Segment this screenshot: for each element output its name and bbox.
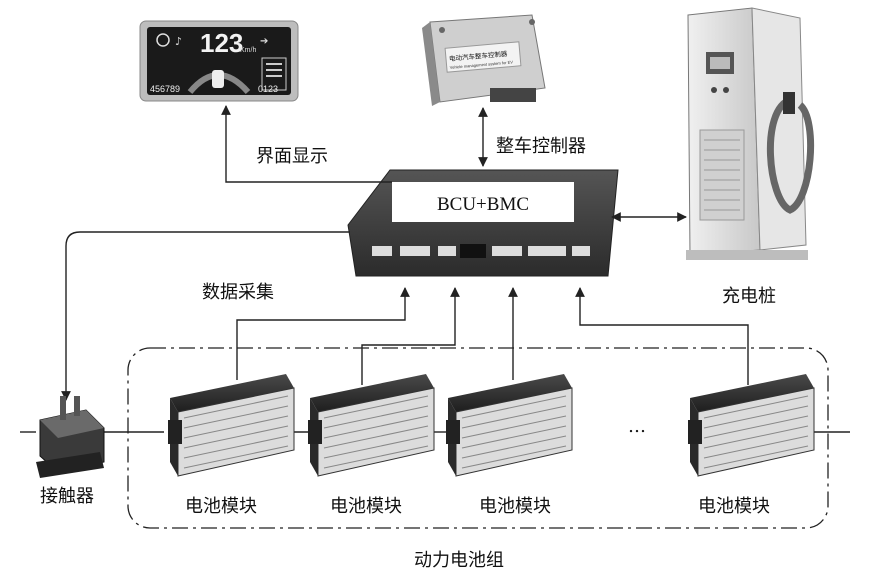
speed-unit: Km/h <box>240 47 256 54</box>
battery-module-1 <box>168 374 295 477</box>
bcu-label-plate <box>392 182 574 222</box>
bell-icon: ♪ <box>175 35 182 48</box>
module-ellipsis: … <box>628 416 646 437</box>
link-bcu-contactor <box>61 231 350 401</box>
trip-meter: 0123 <box>258 84 278 94</box>
link-module1-bcu <box>236 287 410 380</box>
speed-readout: 123 <box>200 28 243 58</box>
battery-module-4 <box>688 374 815 477</box>
bcu-bmc-unit: BCU+BMC <box>347 169 619 277</box>
link-module4-bcu <box>575 287 749 385</box>
dashboard-display: ♪ 123 Km/h ➔ 456789 0123 <box>139 20 299 102</box>
vcu-caption: 整车控制器 <box>496 136 586 157</box>
contactor-caption: 接触器 <box>40 486 94 507</box>
battery-pack-boundary <box>127 347 829 529</box>
battery-module-2 <box>308 374 435 477</box>
odometer: 456789 <box>150 84 180 94</box>
car-icon <box>212 70 224 88</box>
charging-cable <box>766 96 815 214</box>
vehicle-controller: 电动汽车整车控制器 Vehicle management system for … <box>422 14 546 106</box>
speed-icon <box>156 33 170 47</box>
battery-pack-caption: 动力电池组 <box>414 550 504 571</box>
charging-pile <box>686 7 815 260</box>
module-1-label: 电池模块 <box>185 496 257 517</box>
battery-modules <box>168 374 815 477</box>
battery-module-3 <box>446 374 573 477</box>
module-3-label: 电池模块 <box>479 496 551 517</box>
module-2-label: 电池模块 <box>330 496 402 517</box>
contactor <box>36 396 105 478</box>
connections <box>20 105 850 433</box>
link-module2-bcu <box>361 287 460 385</box>
vcu-plate-subtitle: Vehicle management system for EV <box>450 59 514 70</box>
charger-caption: 充电桩 <box>722 286 776 307</box>
charging-gun <box>783 92 795 114</box>
display-caption: 界面显示 <box>256 146 328 167</box>
link-bcu-display <box>221 105 392 183</box>
data-collection-label: 数据采集 <box>202 282 274 303</box>
battery-level-icon <box>261 57 287 91</box>
module-4-label: 电池模块 <box>698 496 770 517</box>
arrow-right-icon: ➔ <box>260 36 268 47</box>
bcu-label: BCU+BMC <box>437 194 529 215</box>
